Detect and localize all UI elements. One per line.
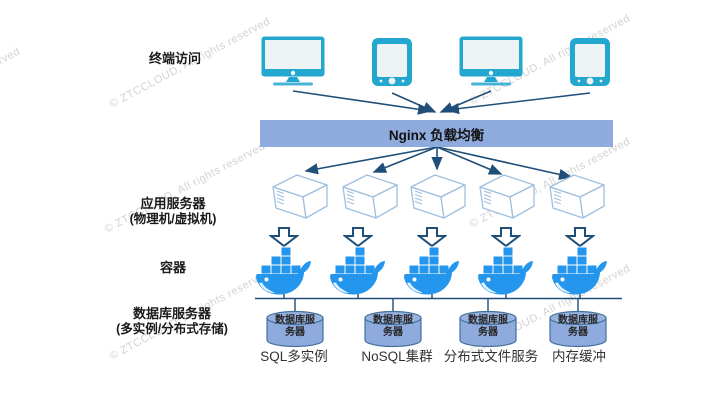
db-caption-nosql: NoSQL集群 [361, 349, 433, 364]
tablet-icon [372, 38, 412, 86]
database-node: 数据库服务器 [363, 310, 423, 348]
database-node: 数据库服务器 [548, 310, 608, 348]
database-node-label: 数据库服务器 [558, 315, 598, 338]
app-server-label: 应用服务器 [140, 196, 206, 211]
watermark-text: © ZTCCLOUD, All rights reserved [0, 45, 23, 140]
monitor-icon [261, 36, 325, 86]
server-3d-icon [410, 174, 466, 219]
database-node-label: 数据库服务器 [275, 315, 315, 338]
nginx-load-balancer-bar: Nginx 负载均衡 [260, 120, 613, 147]
arrow-lb-to-server2 [372, 146, 438, 173]
arrow-device1-to-lb [292, 90, 432, 115]
server-3d-icon [272, 174, 328, 219]
down-arrow-icon [343, 227, 373, 247]
arrow-lb-to-server1 [304, 146, 438, 175]
database-node-label: 数据库服务器 [468, 315, 508, 338]
nginx-load-balancer-label: Nginx 负载均衡 [388, 127, 485, 143]
server-3d-icon [549, 174, 605, 219]
arrow-device2-to-lb [391, 92, 437, 113]
down-arrow-icon [491, 227, 521, 247]
database-cylinder-icon [459, 310, 517, 348]
terminal-access-label: 终端访问 [148, 51, 202, 66]
db-caption-memcache: 内存缓冲 [552, 349, 606, 364]
database-node-label: 数据库服务器 [373, 315, 413, 338]
monitor-icon [459, 36, 523, 86]
db-caption-sql: SQL多实例 [260, 349, 328, 364]
down-arrow-icon [417, 227, 447, 247]
database-cylinder-icon [364, 310, 422, 348]
arrow-device3-to-lb [439, 90, 492, 113]
tablet-icon [570, 38, 610, 86]
app-server-sublabel: (物理机/虚拟机) [129, 212, 217, 226]
database-node: 数据库服务器 [265, 310, 325, 348]
server-3d-icon [342, 174, 398, 219]
docker-whale-icon [478, 246, 533, 295]
database-cylinder-icon [266, 310, 324, 348]
db-caption-dfs: 分布式文件服务 [443, 349, 539, 364]
server-3d-icon [479, 174, 535, 219]
down-arrow-icon [269, 227, 299, 247]
database-node: 数据库服务器 [458, 310, 518, 348]
container-label: 容器 [159, 260, 187, 275]
docker-whale-icon [256, 246, 311, 295]
docker-whale-icon [404, 246, 459, 295]
down-arrow-icon [565, 227, 595, 247]
arrow-lb-to-server4 [436, 146, 503, 175]
arrow-device4-to-lb [445, 92, 591, 115]
db-server-sublabel: (多实例/分布式存储) [116, 322, 228, 336]
database-cylinder-icon [549, 310, 607, 348]
db-server-label: 数据库服务器 [132, 306, 212, 321]
docker-whale-icon [330, 246, 385, 295]
docker-whale-icon [552, 246, 607, 295]
